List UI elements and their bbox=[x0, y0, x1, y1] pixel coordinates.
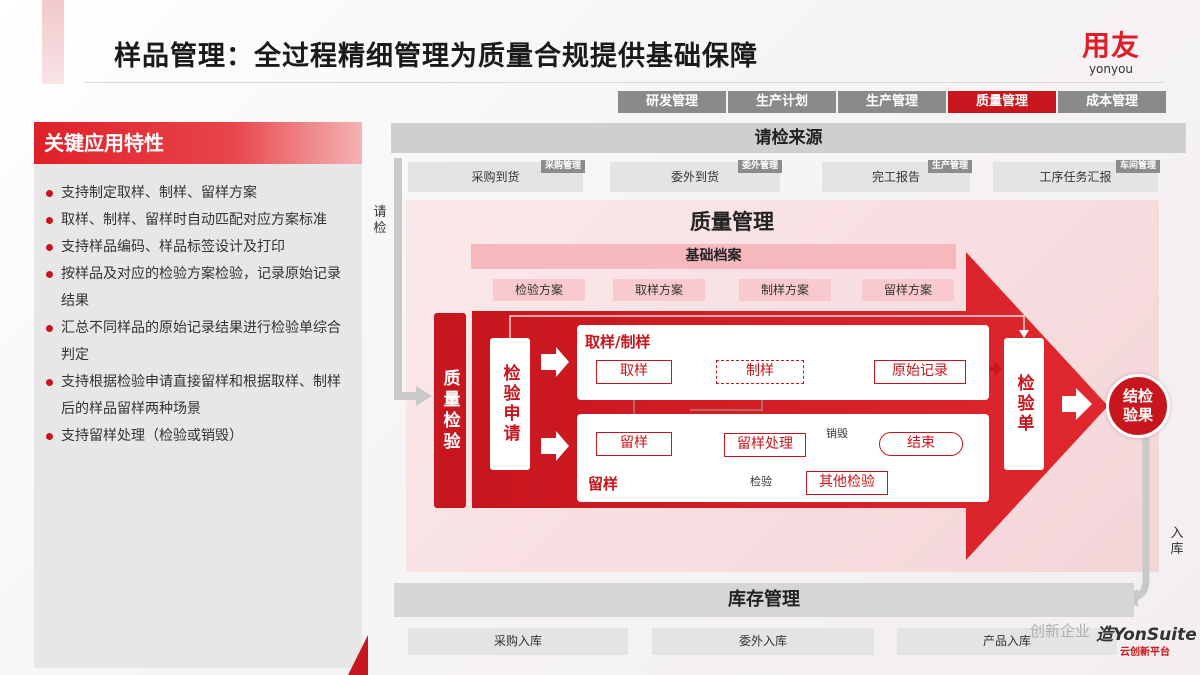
decorative-bar bbox=[42, 0, 64, 84]
feature-item: 支持样品编码、样品标签设计及打印 bbox=[42, 234, 354, 261]
sampling-panel-title: 取样/制样 bbox=[585, 333, 651, 351]
logo-main-text: 用友 bbox=[1081, 29, 1140, 62]
tab-cost[interactable]: 成本管理 bbox=[1058, 91, 1166, 113]
tab-rd[interactable]: 研发管理 bbox=[618, 91, 726, 113]
step-sampling[interactable]: 取样 bbox=[596, 360, 672, 384]
features-title: 关键应用特性 bbox=[34, 122, 362, 164]
source-label: 完工报告 bbox=[871, 170, 920, 184]
source-label: 工序任务汇报 bbox=[1039, 170, 1112, 184]
retention-panel bbox=[577, 414, 989, 502]
feature-item: 支持根据检验申请直接留样和根据取样、制样后的样品留样两种场景 bbox=[42, 369, 354, 423]
source-tag: 生产管理 bbox=[927, 160, 972, 173]
request-source-title: 请检来源 bbox=[391, 123, 1186, 153]
plan-preparation: 制样方案 bbox=[739, 279, 831, 301]
source-tag: 采购管理 bbox=[540, 160, 585, 173]
step-other-inspection[interactable]: 其他检验 bbox=[806, 471, 888, 495]
source-label: 采购到货 bbox=[471, 170, 520, 184]
inventory-product-in: 产品入库 bbox=[897, 628, 1117, 655]
features-list: 支持制定取样、制样、留样方案 取样、制样、留样时自动匹配对应方案标准 支持样品编… bbox=[42, 180, 354, 450]
features-panel: 关键应用特性 支持制定取样、制样、留样方案 取样、制样、留样时自动匹配对应方案标… bbox=[34, 122, 362, 668]
step-preparation[interactable]: 制样 bbox=[716, 360, 804, 384]
yonyou-logo: 用友 yonyou bbox=[1076, 29, 1146, 77]
inventory-purchase-in: 采购入库 bbox=[408, 628, 628, 655]
result-label: 结检验果 bbox=[1122, 387, 1153, 424]
plan-retention: 留样方案 bbox=[862, 279, 954, 301]
inspection-order-box[interactable]: 检验单 bbox=[1004, 338, 1044, 470]
brand-subtitle: 云创新平台 bbox=[1120, 647, 1170, 658]
module-nav: 研发管理 生产计划 生产管理 质量管理 成本管理 bbox=[618, 91, 1166, 113]
step-retain-handling[interactable]: 留样处理 bbox=[724, 433, 806, 457]
inspection-request-box[interactable]: 检验申请 bbox=[490, 338, 530, 470]
plan-inspection: 检验方案 bbox=[493, 279, 585, 301]
source-workshop: 工序任务汇报 车间管理 bbox=[993, 160, 1160, 192]
feature-item: 支持留样处理（检验或销毁） bbox=[42, 423, 354, 450]
step-original-record[interactable]: 原始记录 bbox=[874, 360, 966, 384]
quality-inspection-bar: 质量检验 bbox=[434, 313, 466, 508]
inbound-flow-arrow bbox=[1127, 438, 1150, 602]
destroy-label: 销毁 bbox=[826, 427, 848, 440]
tab-quality[interactable]: 质量管理 bbox=[948, 91, 1056, 113]
inventory-outsource-in: 委外入库 bbox=[652, 628, 874, 655]
feature-item: 取样、制样、留样时自动匹配对应方案标准 bbox=[42, 207, 354, 234]
source-completion: 完工报告 生产管理 bbox=[822, 160, 972, 192]
title-divider bbox=[84, 82, 1164, 83]
white-arrow bbox=[541, 347, 569, 377]
decorative-triangle bbox=[348, 635, 368, 675]
brand-slogan: 创新企业 bbox=[1030, 622, 1091, 640]
white-arrow bbox=[1062, 388, 1092, 420]
source-label: 委外到货 bbox=[670, 170, 719, 184]
white-arrow bbox=[541, 431, 569, 461]
connector-top-head bbox=[1019, 330, 1029, 338]
plan-sampling: 取样方案 bbox=[613, 279, 705, 301]
source-tag: 车间管理 bbox=[1115, 160, 1160, 173]
logo-sub-text: yonyou bbox=[1088, 62, 1134, 76]
retention-panel-title: 留样 bbox=[588, 475, 619, 493]
request-arrow-head bbox=[416, 386, 432, 406]
step-end[interactable]: 结束 bbox=[879, 432, 963, 456]
feature-item: 支持制定取样、制样、留样方案 bbox=[42, 180, 354, 207]
source-tag: 委外管理 bbox=[737, 160, 782, 173]
step-retain[interactable]: 留样 bbox=[596, 432, 672, 456]
inspect-label: 检验 bbox=[750, 475, 772, 488]
basic-archive-title: 基础档案 bbox=[471, 244, 956, 269]
tab-planning[interactable]: 生产计划 bbox=[728, 91, 836, 113]
inventory-title: 库存管理 bbox=[394, 583, 1134, 617]
page-title: 样品管理：全过程精细管理为质量合规提供基础保障 bbox=[114, 41, 758, 72]
connector-top bbox=[509, 315, 1025, 338]
feature-item: 按样品及对应的检验方案检验，记录原始记录结果 bbox=[42, 261, 354, 315]
brand-product: 造YonSuite bbox=[1096, 625, 1197, 645]
feature-item: 汇总不同样品的原始记录结果进行检验单综合判定 bbox=[42, 315, 354, 369]
quality-management-title: 质量管理 bbox=[690, 210, 774, 234]
inbound-annotation: 入库 bbox=[1170, 526, 1184, 557]
source-outsource: 委外到货 委外管理 bbox=[610, 160, 782, 192]
inspection-result-circle[interactable]: 结检验果 bbox=[1106, 374, 1170, 438]
request-flow-arrow bbox=[394, 158, 418, 400]
tab-production[interactable]: 生产管理 bbox=[838, 91, 946, 113]
yonsuite-brand: 创新企业 造YonSuite 云创新平台 bbox=[1030, 620, 1197, 662]
request-annotation: 请检 bbox=[373, 205, 387, 236]
source-purchase: 采购到货 采购管理 bbox=[408, 160, 585, 192]
